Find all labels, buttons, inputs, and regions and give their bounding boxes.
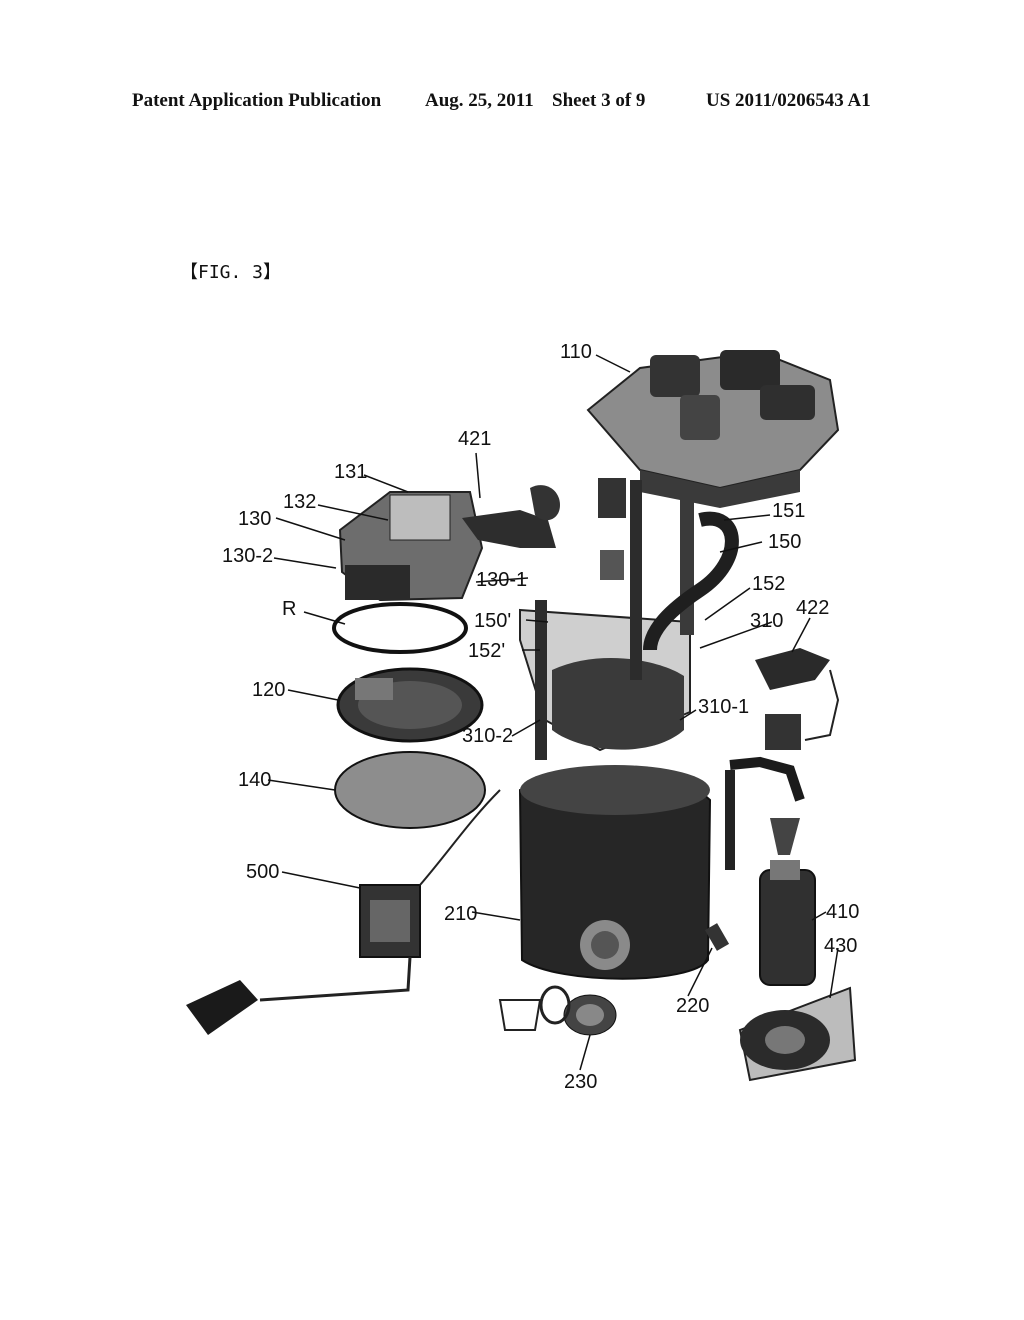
base-plate	[334, 751, 486, 829]
ref-110: 110	[560, 341, 592, 363]
ref-310: 310	[750, 610, 783, 632]
ref-310-1: 310-1	[698, 696, 749, 718]
ref-150-prime: 150'	[474, 610, 511, 632]
patent-number: US 2011/0206543 A1	[706, 90, 871, 111]
ref-120: 120	[252, 679, 285, 701]
ref-130-2: 130-2	[222, 545, 273, 567]
ref-152-prime: 152'	[468, 640, 505, 662]
check-valve	[704, 923, 730, 951]
ref-230: 230	[564, 1071, 597, 1093]
leader-lines	[267, 354, 839, 1071]
ref-130: 130	[238, 508, 271, 530]
ref-421: 421	[458, 428, 491, 450]
ref-422: 422	[796, 597, 829, 619]
ref-430: 430	[824, 935, 857, 957]
ref-500: 500	[246, 861, 279, 883]
ref-210: 210	[444, 903, 477, 925]
ref-310-2: 310-2	[462, 725, 513, 747]
ref-R: R	[282, 598, 296, 620]
ref-220: 220	[676, 995, 709, 1017]
publication-date: Aug. 25, 2011	[425, 90, 534, 111]
figure-label: 【FIG. 3】	[180, 262, 282, 283]
sheet-number: Sheet 3 of 9	[552, 90, 646, 111]
ref-410: 410	[826, 901, 859, 923]
ref-152: 152	[752, 573, 785, 595]
ref-150: 150	[768, 531, 801, 553]
strainer-bracket	[738, 986, 857, 1082]
ref-140: 140	[238, 769, 271, 791]
seal-ring	[332, 602, 468, 654]
controller-module	[338, 485, 560, 602]
fuel-pump	[725, 756, 816, 986]
pressure-regulator	[498, 985, 617, 1036]
reservoir-housing	[518, 765, 712, 980]
publication-type: Patent Application Publication	[132, 90, 382, 111]
reservoir-upper	[519, 478, 739, 760]
connector	[755, 648, 840, 750]
cover-plate	[336, 667, 484, 743]
ref-130-1: 130-1	[476, 569, 527, 591]
ref-151: 151	[772, 500, 805, 522]
ref-131: 131	[334, 461, 367, 483]
flange-cover	[586, 350, 840, 508]
level-sender	[186, 789, 501, 1035]
ref-132: 132	[283, 491, 316, 513]
